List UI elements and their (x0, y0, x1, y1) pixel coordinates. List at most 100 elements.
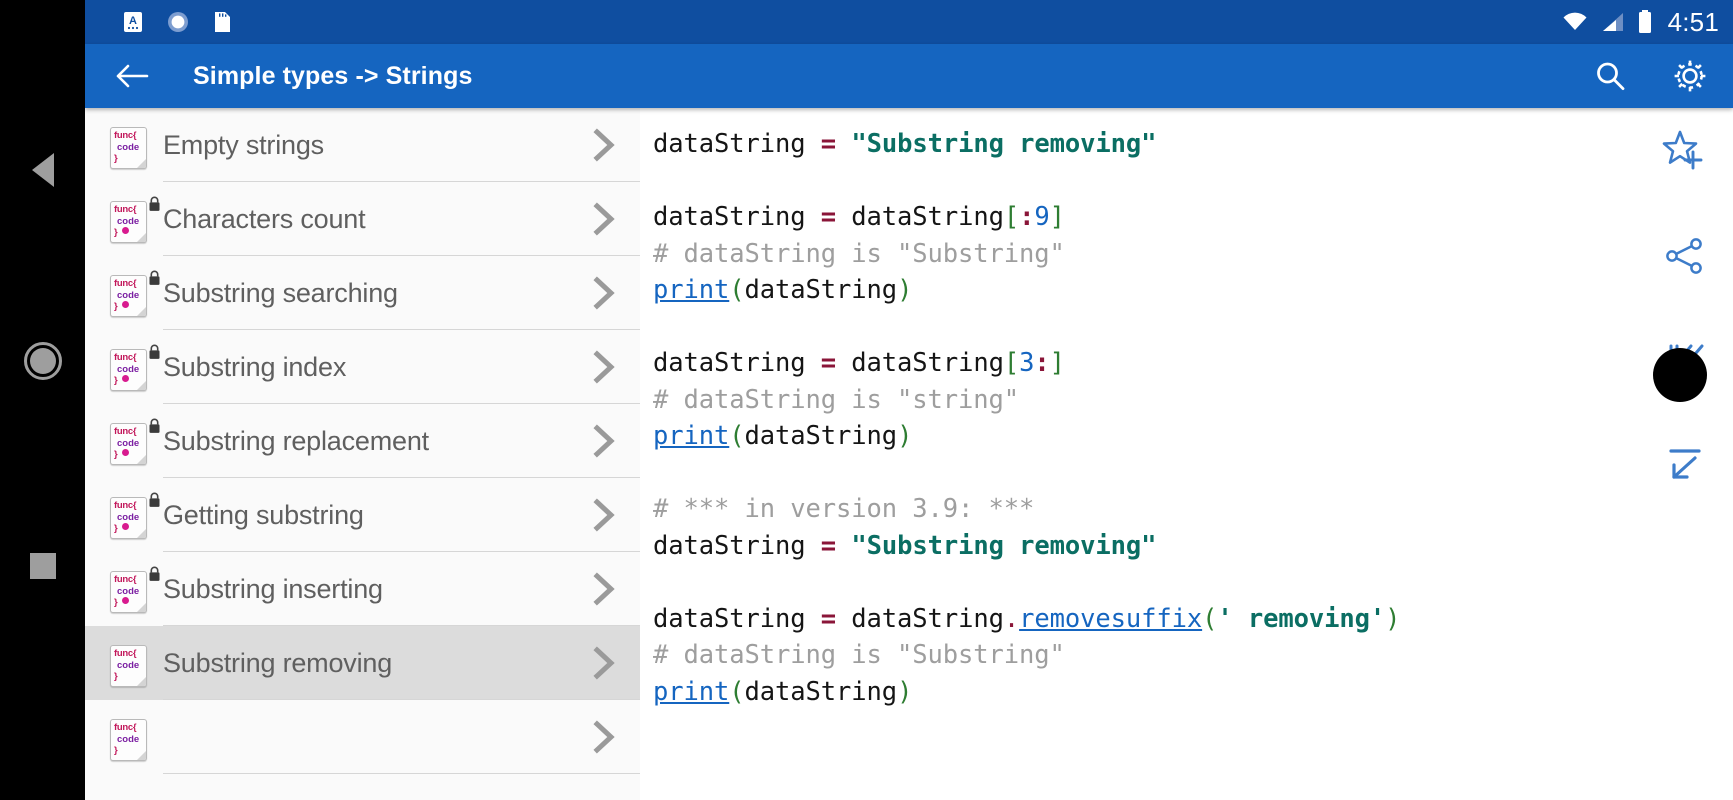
list-item[interactable]: func{code}Substring removing (85, 626, 640, 700)
list-divider (163, 625, 640, 626)
code-token: dataString (836, 202, 1004, 232)
code-token (836, 531, 851, 561)
code-token: [ (1003, 202, 1020, 232)
touch-cursor-indicator (1653, 348, 1707, 402)
list-divider (163, 403, 640, 404)
code-token: dataString (744, 275, 898, 305)
app-bar: Simple types -> Strings (85, 44, 1733, 108)
list-item[interactable]: func{code}Substring searching (85, 256, 640, 330)
list-item[interactable]: func{code}Characters count (85, 182, 640, 256)
code-file-icon: func{code} (101, 487, 163, 543)
code-token: . (1003, 603, 1020, 634)
chevron-right-icon[interactable] (568, 421, 640, 461)
status-notifications: A (121, 10, 233, 34)
code-token: # dataString is "Substring" (653, 640, 1065, 670)
wifi-icon (1563, 12, 1587, 30)
code-file-icon: func{code} (101, 561, 163, 617)
code-file-icon: func{code} (101, 635, 163, 691)
lock-icon (149, 566, 160, 581)
chevron-right-icon[interactable] (568, 569, 640, 609)
code-token: "Substring removing" (851, 129, 1157, 159)
search-icon[interactable] (1593, 59, 1627, 93)
code-token: 3 (1019, 348, 1035, 378)
chevron-right-icon[interactable] (568, 347, 640, 387)
code-token: ] (1049, 202, 1065, 232)
list-divider (163, 477, 640, 478)
code-token: : (1034, 348, 1050, 378)
code-token: ) (897, 676, 913, 707)
code-token: = (820, 530, 837, 561)
code-token: ( (1202, 603, 1218, 634)
lock-icon (149, 270, 160, 285)
list-divider (163, 255, 640, 256)
code-token: ( (729, 421, 745, 451)
chevron-right-icon[interactable] (568, 273, 640, 313)
list-item[interactable]: func{code}Substring inserting (85, 552, 640, 626)
cellular-signal-icon (1602, 13, 1623, 31)
chevron-right-icon[interactable] (568, 199, 640, 239)
code-token: ( (729, 275, 745, 305)
code-token[interactable]: print (653, 676, 730, 707)
app-bar-actions (1593, 57, 1709, 95)
list-divider (163, 551, 640, 552)
list-item-label: Substring replacement (163, 425, 429, 456)
chevron-right-icon[interactable] (568, 495, 640, 535)
list-item[interactable]: func{code}Getting substring (85, 478, 640, 552)
code-token: # dataString is "string" (653, 384, 1020, 415)
nav-back-button[interactable] (0, 145, 85, 195)
code-token: # dataString is "Substring" (653, 238, 1065, 269)
code-file-icon: func{code} (101, 265, 163, 321)
code-block: dataString = "Substring removing" dataSt… (653, 126, 1733, 710)
battery-icon (1638, 10, 1651, 33)
add-to-favorites-icon[interactable] (1659, 126, 1711, 178)
list-divider (163, 773, 640, 774)
chevron-right-icon[interactable] (568, 717, 640, 757)
code-token (836, 129, 851, 159)
collapse-down-left-icon[interactable] (1659, 438, 1711, 490)
code-token[interactable]: print (653, 421, 730, 451)
code-viewer[interactable]: dataString = "Substring removing" dataSt… (641, 108, 1733, 800)
code-token[interactable]: print (653, 275, 730, 305)
list-item-label: Substring index (163, 351, 347, 382)
code-token: = (820, 348, 837, 378)
nav-home-button[interactable] (0, 336, 85, 386)
list-item-label: Substring inserting (163, 573, 383, 604)
code-file-icon: func{code} (101, 709, 163, 765)
circle-icon (23, 342, 62, 380)
code-token[interactable]: removesuffix (1019, 603, 1203, 634)
nav-recents-button[interactable] (0, 546, 85, 586)
app-screen: A (85, 0, 1733, 800)
code-token: "Substring removing" (851, 530, 1157, 561)
gear-icon[interactable] (1671, 57, 1709, 95)
list-item[interactable]: func{code} (85, 700, 640, 774)
list-divider (163, 181, 640, 182)
code-token: dataString (836, 603, 1004, 634)
share-icon[interactable] (1659, 230, 1711, 282)
triangle-left-icon (31, 153, 54, 187)
list-item-label: Getting substring (163, 499, 364, 530)
sync-spinner-icon (168, 12, 188, 32)
code-token: ) (897, 275, 913, 305)
lock-icon (149, 418, 160, 433)
list-divider (163, 329, 640, 330)
status-bar: A (85, 0, 1733, 44)
list-item[interactable]: func{code}Substring index (85, 330, 640, 404)
code-token: dataString (653, 129, 821, 159)
code-token: ] (1049, 348, 1065, 378)
action-rail (1637, 108, 1733, 800)
arrow-left-icon[interactable] (115, 62, 149, 90)
list-divider (163, 699, 640, 700)
chevron-right-icon[interactable] (568, 643, 640, 683)
code-token: = (820, 202, 837, 232)
lock-icon (149, 196, 160, 211)
list-item-label: Substring searching (163, 277, 398, 308)
list-item[interactable]: func{code}Empty strings (85, 108, 640, 182)
keyboard-icon: A (124, 12, 142, 32)
list-item[interactable]: func{code}Substring replacement (85, 404, 640, 478)
status-clock: 4:51 (1667, 6, 1719, 37)
status-system-icons: 4:51 (1561, 7, 1719, 38)
list-item-label: Substring removing (163, 647, 393, 678)
chevron-right-icon[interactable] (568, 125, 640, 165)
